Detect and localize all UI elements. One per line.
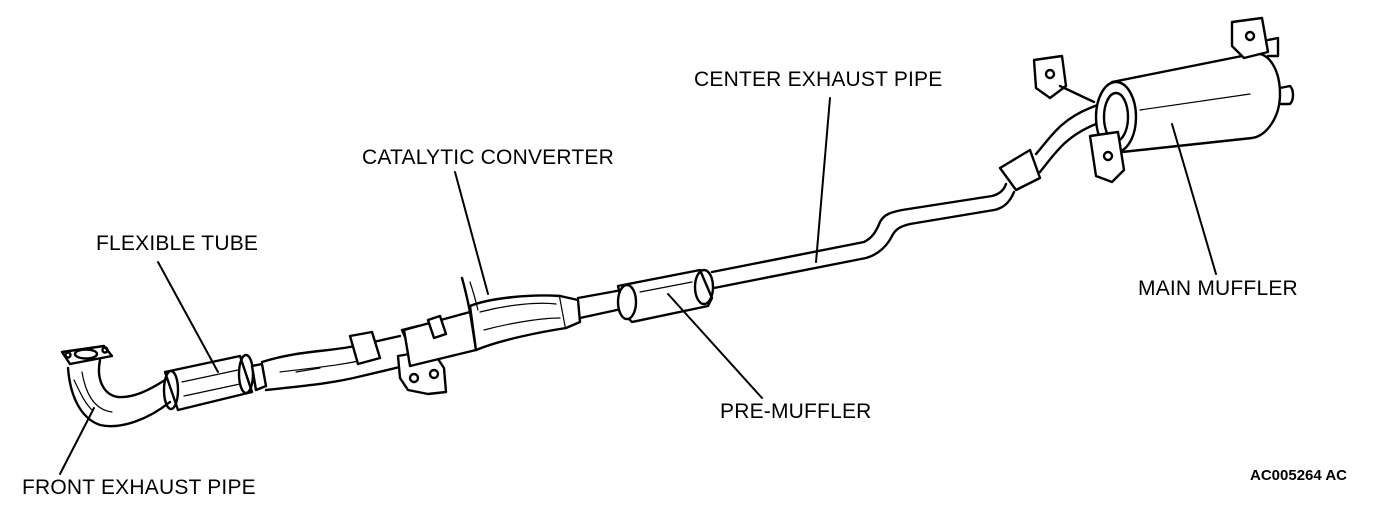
main-muffler-label: MAIN MUFFLER [1138,277,1298,300]
leader-lines [59,97,1217,475]
leader-pre-muffler [667,293,763,399]
main-muffler [1094,52,1295,154]
catalytic-converter [402,276,582,368]
flexible-tube [162,353,268,412]
intermediate-pipe [260,330,406,392]
center-exhaust-pipe-label: CENTER EXHAUST PIPE [694,68,943,91]
center-exhaust-pipe [710,98,1116,290]
pre-muffler-label: PRE-MUFFLER [720,400,872,423]
leader-main-muffler [1171,123,1217,275]
front-exhaust-pipe-label: FRONT EXHAUST PIPE [22,476,256,499]
leader-center-exhaust-pipe [815,97,831,263]
main-muffler-hangers [1032,16,1280,184]
flexible-tube-label: FLEXIBLE TUBE [96,232,259,255]
leader-front-exhaust-pipe [59,407,95,475]
leader-flexible-tube [157,261,219,373]
leader-catalytic-converter [454,171,489,295]
pre-muffler [616,268,715,324]
front-exhaust-pipe [60,344,172,428]
catalytic-converter-label: CATALYTIC CONVERTER [362,146,614,169]
figure-code: AC005264 AC [1250,467,1347,484]
